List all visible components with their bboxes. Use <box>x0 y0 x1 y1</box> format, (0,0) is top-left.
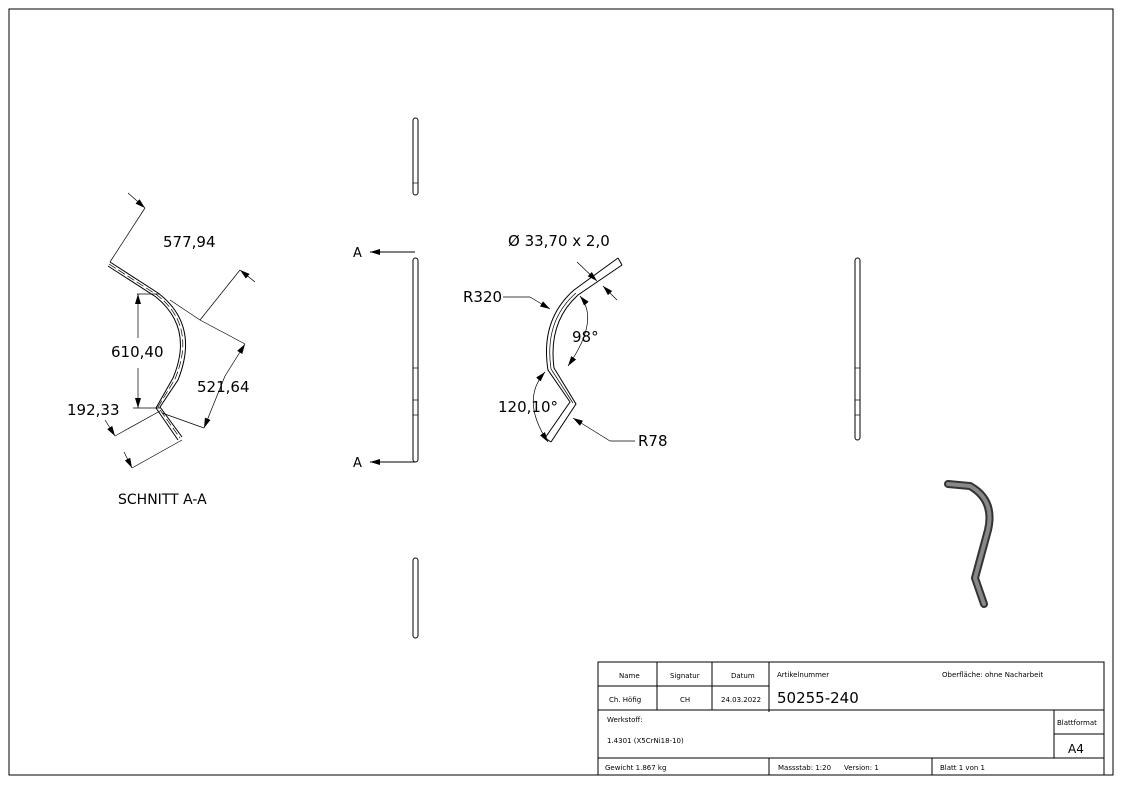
signatur-label: Signatur <box>670 672 700 680</box>
side-view <box>854 257 861 441</box>
oberflaeche: Oberfläche: ohne Nacharbeit <box>942 671 1043 679</box>
radius-r320: R320 <box>463 288 502 306</box>
section-marker-top: A <box>353 246 362 261</box>
name-label: Name <box>619 672 640 680</box>
bend-view: Ø 33,70 x 2,0 R320 98° 120,10° R78 <box>463 232 668 450</box>
sheet-border <box>8 8 1114 776</box>
werkstoff-value: 1.4301 (X5CrNi18-10) <box>607 737 684 745</box>
artikel-number: 50255-240 <box>777 689 859 707</box>
dim-577: 577,94 <box>163 233 216 251</box>
blatt: Blatt 1 von 1 <box>940 764 985 772</box>
isometric-view <box>944 480 994 608</box>
version: Version: 1 <box>844 764 879 772</box>
angle-120: 120,10° <box>498 398 558 416</box>
blattformat-value: A4 <box>1068 742 1084 756</box>
radius-r78: R78 <box>638 432 668 450</box>
blattformat-label: Blattformat <box>1057 719 1097 727</box>
angle-98: 98° <box>572 328 599 346</box>
dim-192: 192,33 <box>67 401 120 419</box>
datum-label: Datum <box>731 672 755 680</box>
massstab: Massstab: 1:20 <box>778 764 831 772</box>
werkstoff-label: Werkstoff: <box>607 716 643 724</box>
gewicht: Gewicht 1.867 kg <box>605 764 666 772</box>
section-view: 577,94 610,40 521,64 192,33 SCHNITT A-A <box>67 192 256 508</box>
tube-dimension: Ø 33,70 x 2,0 <box>508 232 610 250</box>
name-value: Ch. Höfig <box>609 696 641 704</box>
front-view: A A <box>353 117 419 639</box>
section-marker-bottom: A <box>353 456 362 471</box>
dim-521: 521,64 <box>197 378 250 396</box>
section-label: SCHNITT A-A <box>118 492 207 508</box>
title-block: Name Signatur Datum Ch. Höfig CH 24.03.2… <box>597 661 1105 776</box>
dim-610: 610,40 <box>111 343 164 361</box>
signatur-value: CH <box>680 696 690 704</box>
artikel-label: Artikelnummer <box>777 671 829 679</box>
datum-value: 24.03.2022 <box>721 696 761 704</box>
